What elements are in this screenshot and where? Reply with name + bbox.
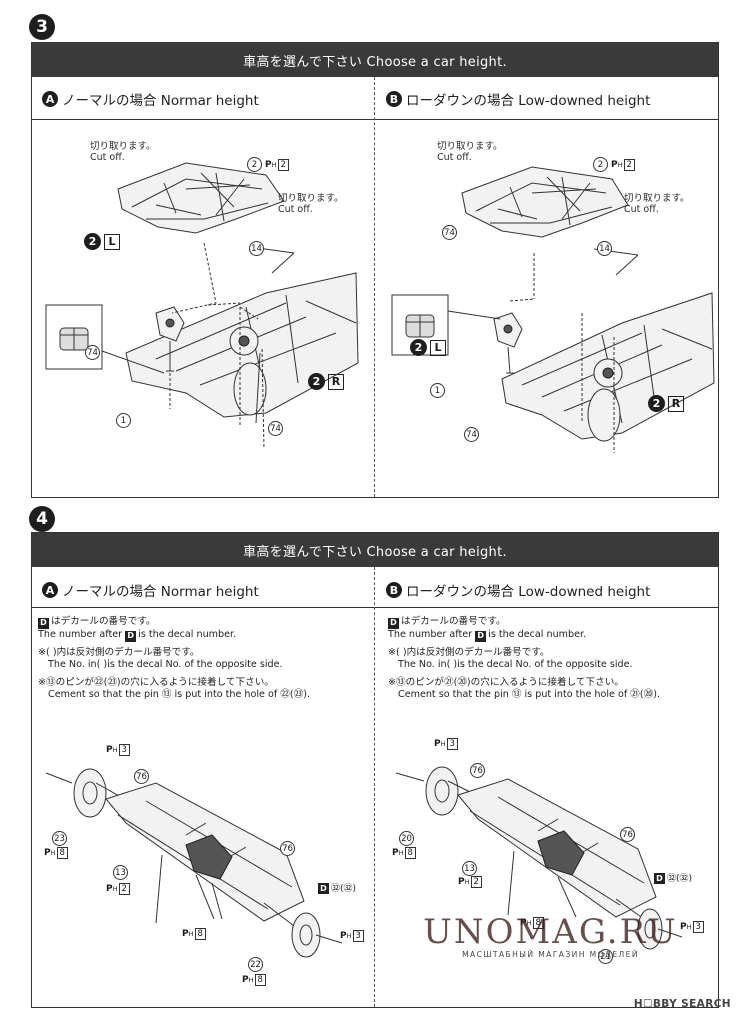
decal-box-icon: D [125, 630, 137, 642]
step-3-right-title: B ローダウンの場合 Low-downed height [386, 89, 650, 109]
part-number-label: 22 [248, 957, 263, 972]
step-3-column-divider [374, 77, 375, 497]
watermark-main: UNOMAG.RU [423, 912, 678, 952]
badge-b-icon: B [386, 91, 402, 107]
step-3-right-illustration [391, 166, 715, 453]
step-4-right-title: B ローダウンの場合 Low-downed height [386, 580, 650, 600]
step-3-panel: 車高を選んで下さい Choose a car height. A ノーマルの場合… [31, 42, 719, 498]
badge-a-icon: A [42, 91, 58, 107]
part-number-label: 13 [462, 861, 477, 876]
part-number-label: 2 [247, 157, 262, 172]
watermark-sub: МАСШТАБНЫЙ МАГАЗИН МОДЕЛЕЙ [462, 950, 639, 959]
step-4-left-title: A ノーマルの場合 Normar height [42, 580, 259, 600]
hobbysearch-logo: H☐BBY SEARCH [633, 998, 731, 1010]
part-number-label: 1 [116, 413, 131, 428]
part-number-label: 13 [113, 865, 128, 880]
part-number-label: 76 [280, 841, 295, 856]
step-4-right-axle-illustration [395, 766, 683, 950]
step-3-left-title-text: ノーマルの場合 Normar height [62, 93, 259, 109]
step-3-left-title: A ノーマルの場合 Normar height [42, 89, 259, 109]
step-4-column-divider [374, 567, 375, 1007]
step-3-right-cut2: 切り取ります。Cut off. [624, 193, 690, 215]
step-3-right-cut1: 切り取ります。Cut off. [437, 141, 503, 163]
part-number-label: 74 [85, 345, 100, 360]
decal-box-icon: D [475, 630, 487, 642]
decal-box-icon: D [388, 617, 399, 629]
step-4-left-axle-illustration [45, 768, 343, 958]
part-number-label: 14 [249, 241, 264, 256]
step-4-panel: 車高を選んで下さい Choose a car height. A ノーマルの場合… [31, 532, 719, 1008]
step-4-right-title-text: ローダウンの場合 Low-downed height [406, 584, 651, 600]
step-4-banner: 車高を選んで下さい Choose a car height. [32, 533, 718, 567]
badge-a-icon: A [42, 582, 58, 598]
step-3-title-divider [32, 119, 718, 120]
part-number-label: 74 [464, 427, 479, 442]
step-4-number: 4 [29, 506, 55, 532]
decal-box-icon: D [38, 617, 49, 629]
badge-b-icon: B [386, 582, 402, 598]
step-3-left-illustration [45, 162, 359, 450]
step-3-left-cut1: 切り取ります。Cut off. [90, 141, 156, 163]
step-4-title-divider [32, 607, 718, 608]
step-4-left-title-text: ノーマルの場合 Normar height [62, 584, 259, 600]
part-number-label: 23 [52, 831, 67, 846]
part-number-label: 14 [597, 241, 612, 256]
step-3-banner: 車高を選んで下さい Choose a car height. [32, 43, 718, 77]
part-number-label: 21 [598, 949, 613, 964]
step-3-left-cut2: 切り取ります。Cut off. [278, 193, 344, 215]
part-number-label: 2 [593, 157, 608, 172]
part-number-label: 74 [442, 225, 457, 240]
step-3-number: 3 [29, 14, 55, 40]
step-3-right-title-text: ローダウンの場合 Low-downed height [406, 93, 651, 109]
part-number-label: 1 [430, 383, 445, 398]
part-number-label: 76 [134, 769, 149, 784]
part-number-label: 76 [620, 827, 635, 842]
part-number-label: 20 [399, 831, 414, 846]
part-number-label: 74 [268, 421, 283, 436]
part-number-label: 76 [470, 763, 485, 778]
watermark: UNOMAG.RU МАСШТАБНЫЙ МАГАЗИН МОДЕЛЕЙ [408, 914, 693, 959]
